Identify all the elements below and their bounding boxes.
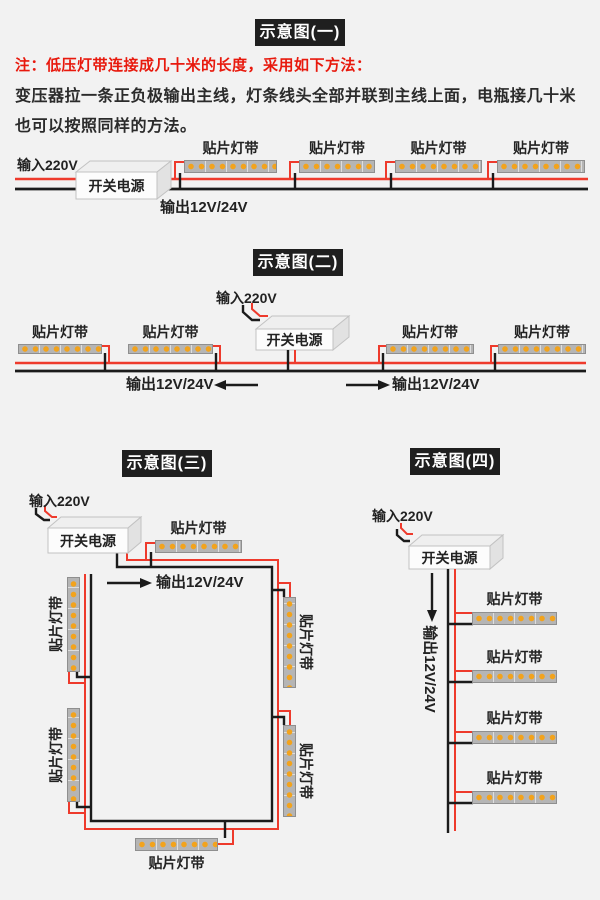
- diagram1-title: 示意图(一): [255, 19, 345, 46]
- psu-label: 开关电源: [421, 550, 478, 566]
- red-strip-taps: [455, 612, 473, 793]
- diagram3-title: 示意图(三): [122, 450, 212, 477]
- led-strip-label: 贴片灯带: [142, 324, 199, 340]
- led-strip-label: 贴片灯带: [486, 710, 543, 726]
- led-strip: [128, 344, 213, 354]
- led-strip-label: 贴片灯带: [486, 770, 543, 786]
- output-voltage-label: 输出12V/24V: [421, 625, 438, 713]
- input-wire-black: [34, 508, 50, 522]
- note-heading: 注：低压灯带连接成几十米的长度，采用如下方法：: [15, 57, 372, 74]
- black-strip-taps: [103, 353, 497, 371]
- led-strip: [67, 708, 80, 802]
- psu-box: [408, 545, 491, 570]
- led-strip-label: 贴片灯带: [514, 324, 570, 340]
- diagram4-title: 示意图(四): [410, 448, 500, 475]
- led-strip: [472, 731, 557, 744]
- diagram3-wiring: [34, 506, 291, 845]
- diagram2-title: 示意图(二): [253, 249, 343, 276]
- led-strip: [386, 344, 474, 354]
- black-strip-taps: [448, 622, 473, 805]
- input-wire-red: [251, 303, 268, 317]
- led-strip: [498, 344, 586, 354]
- psu-label: 开关电源: [60, 533, 116, 549]
- input-voltage-label: 输入220V: [372, 508, 433, 524]
- led-strip-label: 贴片灯带: [486, 591, 543, 607]
- led-strip-label: 贴片灯带: [309, 140, 365, 156]
- black-loop-wire: [89, 553, 274, 823]
- black-strip-taps: [178, 173, 495, 189]
- diagram2-wiring: [15, 303, 586, 390]
- led-strip-label: 贴片灯带: [298, 614, 314, 670]
- led-strip: [395, 160, 482, 173]
- led-strip-label: 贴片灯带: [513, 140, 569, 156]
- red-strip-taps: [174, 161, 497, 179]
- red-loop-wire: [84, 553, 279, 830]
- led-strip: [299, 160, 375, 173]
- input-wire-red: [400, 523, 413, 535]
- led-strip-label: 贴片灯带: [32, 324, 88, 340]
- input-wire-red: [44, 506, 57, 518]
- note-body: 变压器拉一条正负极输出主线，灯条线头全部并联到主线上面，电瓶接几十米也可以按照同…: [15, 88, 577, 135]
- led-strip: [472, 791, 557, 804]
- input-wire-black: [241, 305, 260, 322]
- led-strip: [283, 725, 296, 817]
- output-voltage-label: 输出12V/24V: [392, 376, 480, 393]
- output-voltage-label: 输出12V/24V: [126, 376, 214, 393]
- arrow-right-icon: [378, 380, 390, 390]
- led-strip: [283, 597, 296, 688]
- diagram4-wiring: [395, 523, 505, 833]
- led-strip: [67, 577, 80, 672]
- led-strip-label: 贴片灯带: [298, 743, 314, 799]
- input-voltage-label: 输入220V: [17, 157, 78, 173]
- arrow-right-icon: [140, 578, 152, 588]
- psu-box: [47, 527, 129, 554]
- led-strip: [135, 838, 218, 851]
- diagram1-wiring: [15, 159, 588, 201]
- led-strip: [155, 540, 242, 553]
- led-strip-label: 贴片灯带: [48, 596, 64, 652]
- led-strip-label: 贴片灯带: [48, 727, 64, 783]
- output-voltage-label: 输出12V/24V: [156, 574, 244, 591]
- red-strip-taps: [68, 542, 291, 845]
- led-strip: [18, 344, 102, 354]
- led-strip-label: 贴片灯带: [148, 855, 205, 871]
- arrow-left-icon: [214, 380, 226, 390]
- input-voltage-label: 输入220V: [29, 493, 90, 509]
- led-strip-label: 贴片灯带: [402, 324, 458, 340]
- led-strip-label: 贴片灯带: [486, 649, 543, 665]
- led-strip: [472, 612, 557, 625]
- led-strip-label: 贴片灯带: [410, 140, 467, 156]
- led-strip: [497, 160, 585, 173]
- psu-box: [407, 534, 505, 547]
- psu-box: [74, 160, 173, 173]
- psu-box: [46, 516, 143, 529]
- black-strip-taps: [75, 552, 286, 838]
- led-strip-label: 贴片灯带: [202, 140, 259, 156]
- red-strip-taps: [102, 345, 498, 363]
- led-strip: [472, 670, 557, 683]
- psu-box: [75, 171, 158, 200]
- led-strip-label: 贴片灯带: [170, 520, 227, 536]
- psu-label: 开关电源: [266, 332, 323, 348]
- arrow-down-icon: [427, 610, 437, 622]
- input-voltage-label: 输入220V: [216, 290, 277, 306]
- output-voltage-label: 输出12V/24V: [160, 199, 248, 216]
- led-strip: [184, 160, 277, 173]
- input-wire-black: [395, 529, 410, 543]
- psu-label: 开关电源: [88, 178, 145, 194]
